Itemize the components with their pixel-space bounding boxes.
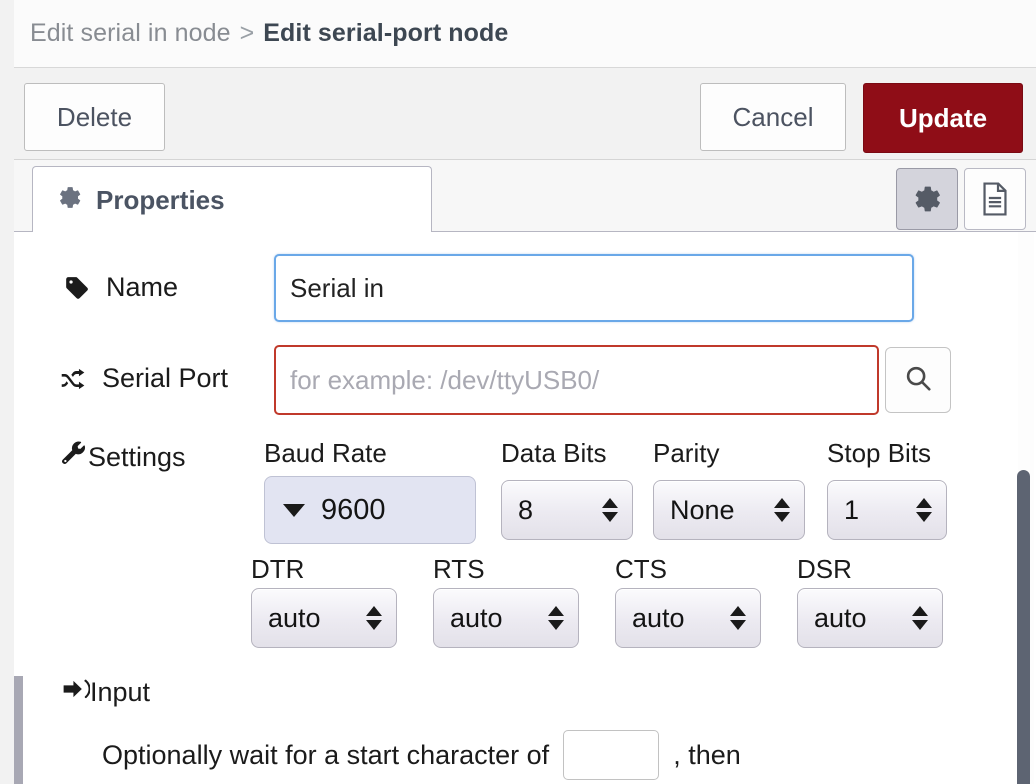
search-icon xyxy=(903,363,933,398)
serial-port-search-button[interactable] xyxy=(885,347,951,413)
dtr-value: auto xyxy=(268,602,321,633)
rts-label: RTS xyxy=(433,554,485,584)
dtr-label: DTR xyxy=(251,554,305,584)
data-bits-label: Data Bits xyxy=(501,438,607,468)
left-edge-scrollbar-handle[interactable] xyxy=(14,676,23,784)
serial-port-input[interactable] xyxy=(274,345,879,415)
dsr-value: auto xyxy=(814,602,867,633)
chevron-down-icon xyxy=(283,503,305,517)
parity-label: Parity xyxy=(653,438,720,468)
cts-select[interactable]: auto xyxy=(615,588,761,648)
dsr-label: DSR xyxy=(797,554,852,584)
breadcrumb-parent[interactable]: Edit serial in node xyxy=(30,19,231,47)
stepper-arrows-icon xyxy=(548,606,564,630)
name-row: Name xyxy=(42,254,1002,326)
cts-value: auto xyxy=(632,602,685,633)
stepper-arrows-icon xyxy=(912,606,928,630)
document-icon xyxy=(980,182,1010,216)
cancel-button[interactable]: Cancel xyxy=(700,83,846,151)
gear-icon xyxy=(912,184,942,214)
start-character-suffix-text: , then xyxy=(673,739,741,770)
cts-label: CTS xyxy=(615,554,667,584)
baud-rate-label: Baud Rate xyxy=(264,438,387,468)
settings-label-group: Settings xyxy=(60,440,186,475)
start-character-prefix-text: Optionally wait for a start character of xyxy=(102,739,550,770)
stepper-arrows-icon xyxy=(730,606,746,630)
stop-bits-value: 1 xyxy=(844,494,860,525)
name-label-group: Name xyxy=(64,272,178,303)
stepper-arrows-icon xyxy=(774,498,790,522)
vertical-scrollbar-thumb[interactable] xyxy=(1017,470,1030,784)
stepper-arrows-icon xyxy=(916,498,932,522)
shuffle-icon xyxy=(60,367,94,391)
serial-port-row: Serial Port xyxy=(42,345,1002,417)
dsr-select[interactable]: auto xyxy=(797,588,943,648)
stop-bits-select[interactable]: 1 xyxy=(827,480,947,540)
parity-select[interactable]: None xyxy=(653,480,805,540)
parity-value: None xyxy=(670,494,735,525)
update-button[interactable]: Update xyxy=(863,83,1023,153)
breadcrumb-current: Edit serial-port node xyxy=(263,19,509,47)
breadcrumb-separator: > xyxy=(239,19,255,47)
input-section-label: Input xyxy=(90,677,151,707)
stepper-arrows-icon xyxy=(366,606,382,630)
stop-bits-label: Stop Bits xyxy=(827,438,932,468)
stepper-arrows-icon xyxy=(602,498,618,522)
wrench-icon xyxy=(60,440,88,475)
baud-rate-select[interactable]: 9600 xyxy=(264,476,476,544)
serial-port-label-group: Serial Port xyxy=(60,363,228,394)
rts-value: auto xyxy=(450,602,503,633)
dialog-header: Edit serial in node > Edit serial-port n… xyxy=(14,0,1036,68)
rts-select[interactable]: auto xyxy=(433,588,579,648)
settings-gear-button[interactable] xyxy=(896,168,958,230)
vertical-scrollbar-track[interactable] xyxy=(1017,232,1034,784)
dtr-select[interactable]: auto xyxy=(251,588,397,648)
gear-icon xyxy=(57,185,82,215)
name-input[interactable] xyxy=(274,254,914,322)
delete-button[interactable]: Delete xyxy=(24,83,165,151)
name-label: Name xyxy=(106,272,179,302)
start-character-row: Optionally wait for a start character of… xyxy=(102,730,741,780)
serial-port-label: Serial Port xyxy=(102,363,229,393)
baud-rate-value: 9600 xyxy=(321,493,386,526)
tab-properties[interactable]: Properties xyxy=(32,166,432,233)
sign-in-icon xyxy=(62,677,91,708)
input-section-label-group: Input xyxy=(62,677,150,708)
dialog-button-bar: Delete Cancel Update xyxy=(14,68,1036,160)
tab-bar: Properties xyxy=(14,160,1036,233)
settings-label: Settings xyxy=(88,442,186,472)
data-bits-select[interactable]: 8 xyxy=(501,480,633,540)
data-bits-value: 8 xyxy=(518,494,534,525)
start-character-input[interactable] xyxy=(563,730,660,780)
info-document-button[interactable] xyxy=(964,168,1026,230)
tab-properties-label: Properties xyxy=(96,184,225,215)
properties-form: Name Serial Port xyxy=(14,232,1036,784)
tag-icon xyxy=(64,275,98,301)
